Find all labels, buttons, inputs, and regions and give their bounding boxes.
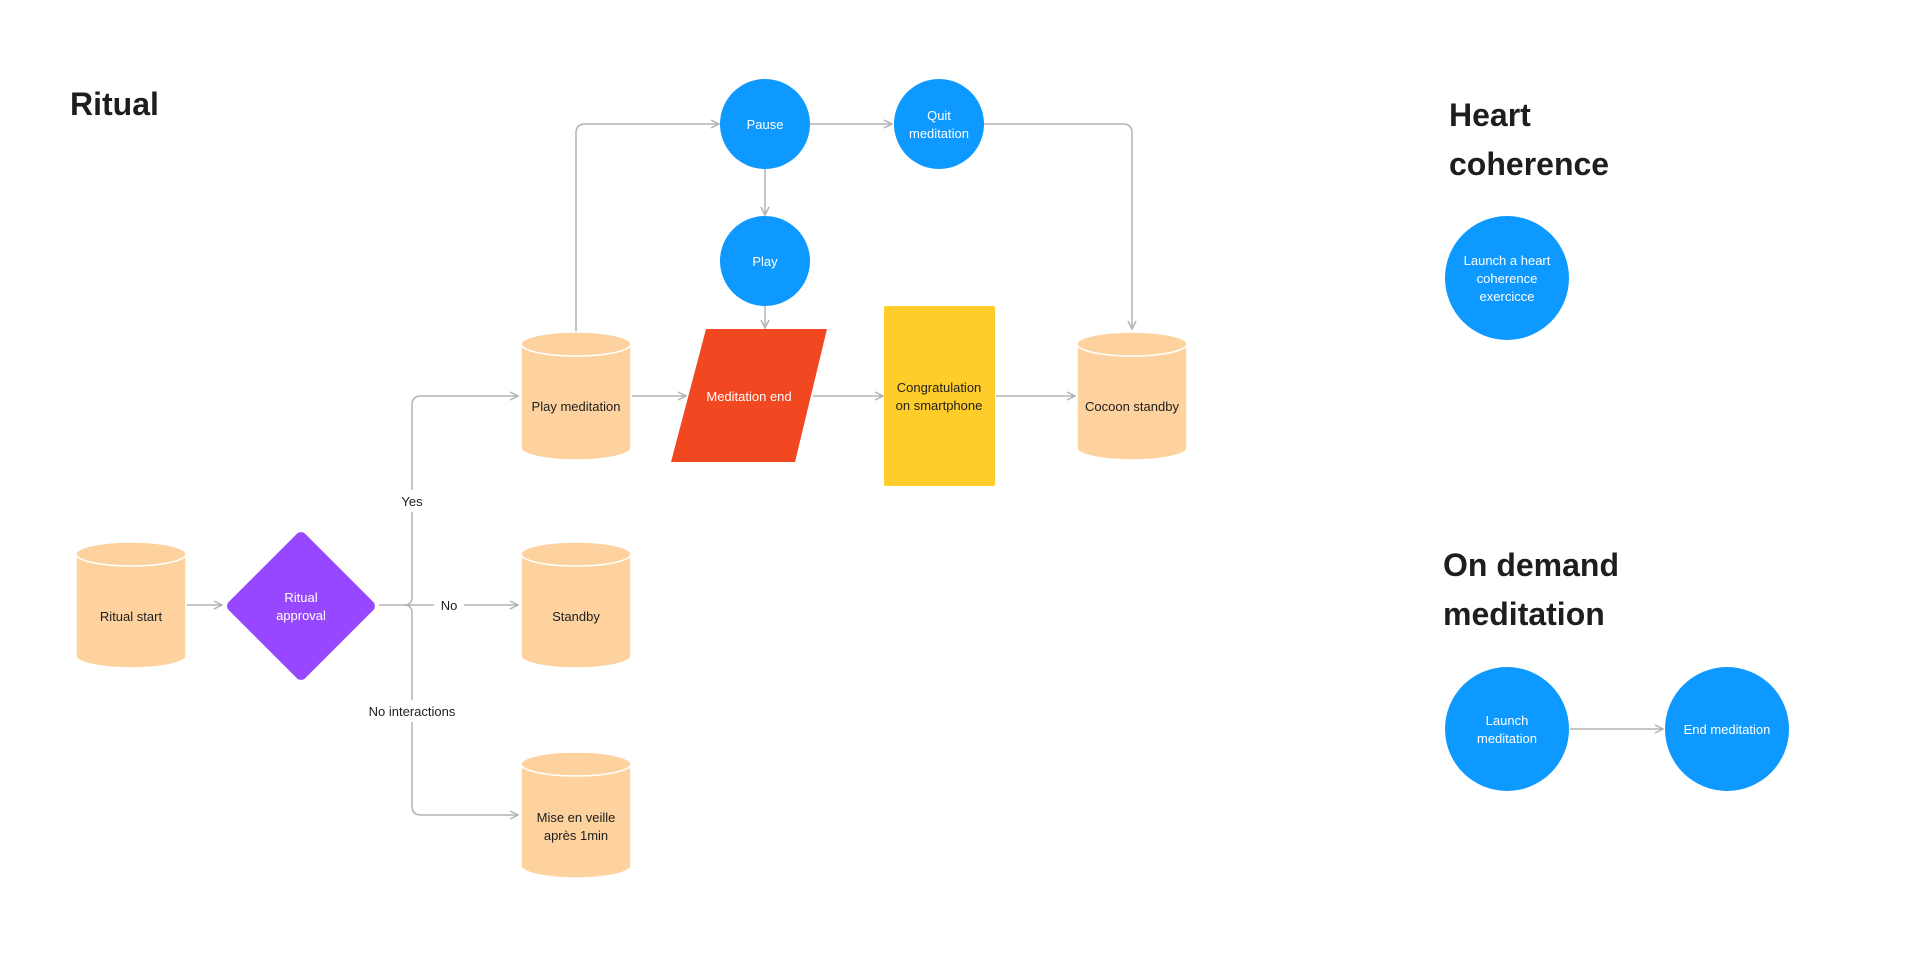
edge-yes-to-play-meditation [403,396,518,606]
congratulation-label-line2: on smartphone [896,398,983,413]
launch-meditation-node[interactable]: Launch meditation [1445,667,1569,791]
ritual-approval-label-line2: approval [276,608,326,623]
launch-heart-coherence-node[interactable]: Launch a heart coherence exercicce [1445,216,1569,340]
edge-label-no-text: No [441,598,458,613]
launch-meditation-label-line1: Launch [1486,713,1529,728]
process-shape [884,306,995,486]
play-meditation-node[interactable]: Play meditation [520,331,632,461]
congratulation-node[interactable]: Congratulation on smartphone [884,306,995,486]
nodes: Ritual start Ritual approval Play medita… [75,79,1789,879]
play-node[interactable]: Play [720,216,810,306]
database-top-edge [520,751,632,777]
launch-heart-label-line3: exercicce [1480,289,1535,304]
parallelogram-shape [671,329,827,462]
mise-en-veille-node[interactable]: Mise en veille après 1min [520,751,632,879]
circle-shape [1445,667,1569,791]
congratulation-label-line1: Congratulation [897,380,982,395]
meditation-end-label: Meditation end [706,389,791,404]
edge-label-yes-text: Yes [401,494,423,509]
ritual-approval-label-line1: Ritual [284,590,317,605]
standby-label: Standby [552,609,600,624]
launch-meditation-label-line2: meditation [1477,731,1537,746]
ritual-start-label: Ritual start [100,609,163,624]
edge-no-interactions-to-mise-en-veille [403,604,518,815]
end-meditation-node[interactable]: End meditation [1665,667,1789,791]
database-top-edge [1076,331,1188,357]
pause-label: Pause [747,117,784,132]
play-label: Play [752,254,778,269]
mise-en-veille-label-line1: Mise en veille [537,810,616,825]
circle-shape [894,79,984,169]
heart-coherence-title-line2: coherence [1449,146,1609,182]
quit-meditation-node[interactable]: Quit meditation [894,79,984,169]
ritual-title: Ritual [70,86,159,122]
database-top-edge [520,331,632,357]
launch-heart-label-line2: coherence [1477,271,1538,286]
on-demand-title-line2: meditation [1443,596,1605,632]
edge-label-no: No [434,594,464,616]
database-top-edge [75,541,187,567]
quit-meditation-label-line1: Quit [927,108,951,123]
database-top-edge [520,541,632,567]
meditation-end-node[interactable]: Meditation end [671,329,827,462]
ritual-approval-decision[interactable]: Ritual approval [225,530,378,683]
standby-node[interactable]: Standby [520,541,632,669]
quit-meditation-label-line2: meditation [909,126,969,141]
edge-label-no-interactions-text: No interactions [369,704,456,719]
circle-shape [720,216,810,306]
circle-shape [1445,216,1569,340]
edges [186,124,1663,815]
mise-en-veille-label-line2: après 1min [544,828,608,843]
ritual-start-node[interactable]: Ritual start [75,541,187,669]
edge-label-no-interactions: No interactions [366,700,458,722]
heart-coherence-title-line1: Heart [1449,97,1531,133]
decision-shape [227,532,375,680]
end-meditation-label: End meditation [1684,722,1771,737]
launch-heart-label-line1: Launch a heart [1464,253,1551,268]
cocoon-standby-node[interactable]: Cocoon standby [1076,331,1188,461]
play-meditation-label: Play meditation [532,399,621,414]
edge-quit-to-cocoon [984,123,1132,329]
circle-shape [720,79,810,169]
on-demand-title-line1: On demand [1443,547,1619,583]
cocoon-standby-label: Cocoon standby [1085,399,1179,414]
edge-label-yes: Yes [396,490,428,512]
edge-play-meditation-to-pause [575,124,719,333]
circle-shape [1665,667,1789,791]
pause-node[interactable]: Pause [720,79,810,169]
